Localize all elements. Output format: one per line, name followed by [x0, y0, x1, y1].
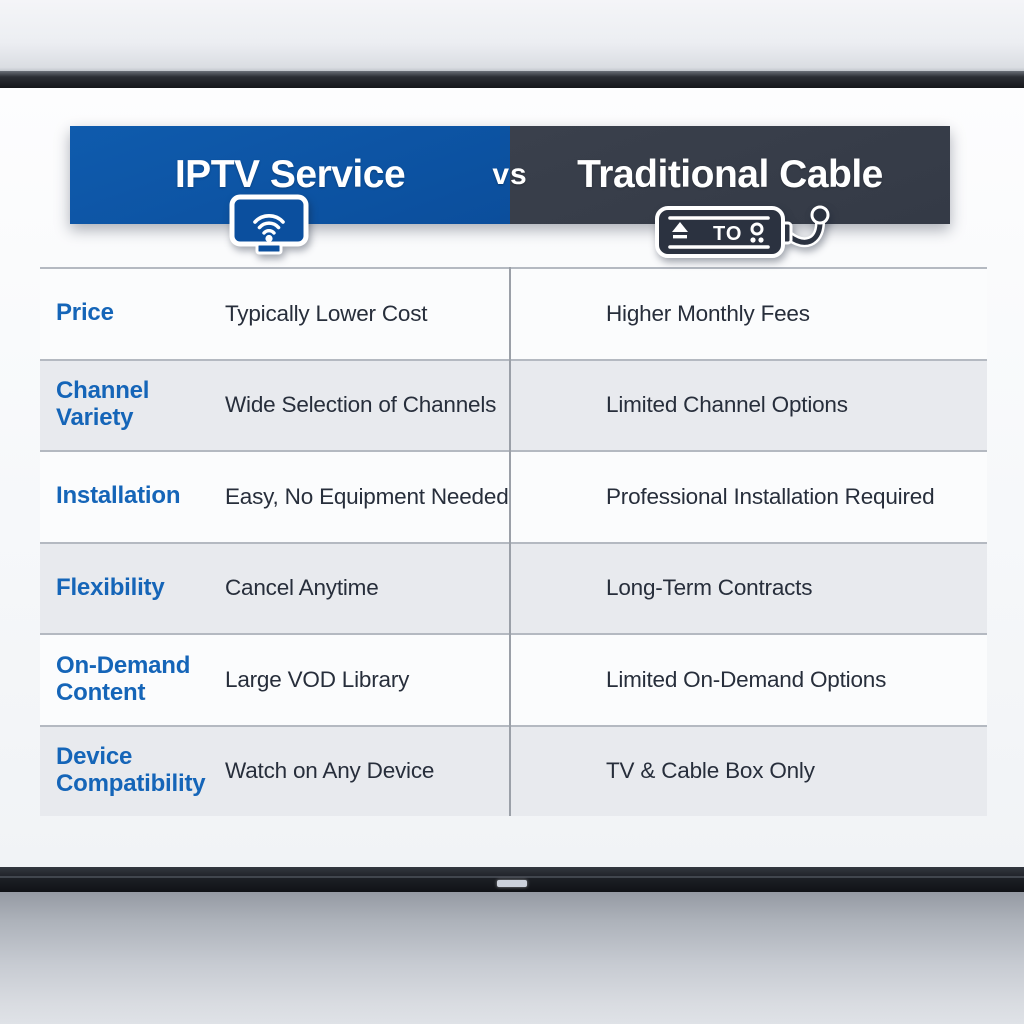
row-label: Installation: [40, 452, 220, 542]
iptv-value: Cancel Anytime: [225, 575, 379, 601]
feature-name: Flexibility: [56, 573, 165, 601]
feature-name: Installation: [56, 482, 181, 510]
eject-arrow-glyph: [672, 222, 688, 232]
wall-background-bottom: [0, 892, 1024, 1024]
row-label: Price: [40, 269, 220, 359]
cable-box-label: TO: [713, 223, 742, 245]
cable-value: Limited Channel Options: [606, 392, 848, 418]
table-row: Flexibility Cancel Anytime Long-Term Con…: [40, 541, 987, 634]
row-label: Flexibility: [40, 544, 220, 634]
iptv-value-cell: Watch on Any Device: [220, 727, 510, 817]
table-row: On-Demand Content Large VOD Library Limi…: [40, 633, 987, 725]
feature-name: Price: [56, 299, 114, 327]
tv-bezel-bottom: [0, 867, 1024, 892]
cable-value: Higher Monthly Fees: [606, 300, 810, 326]
tv-screen: IPTV Service Traditional Cable vs: [0, 88, 1024, 867]
cable-value-cell: Professional Installation Required: [510, 452, 987, 542]
table-row: Installation Easy, No Equipment Needed P…: [40, 450, 987, 542]
column-divider: [509, 267, 511, 816]
cable-box-icon: TO: [655, 205, 830, 258]
cable-value: Professional Installation Required: [606, 483, 935, 509]
row-label: Device Compatibility: [40, 727, 220, 817]
cable-value: TV & Cable Box Only: [606, 758, 815, 784]
iptv-value: Easy, No Equipment Needed: [225, 483, 509, 509]
iptv-value-cell: Cancel Anytime: [220, 544, 510, 634]
smart-tv-wifi-icon: [229, 194, 309, 255]
cable-value-cell: Higher Monthly Fees: [510, 269, 987, 359]
iptv-value-cell: Typically Lower Cost: [220, 269, 510, 359]
table-row: Channel Variety Wide Selection of Channe…: [40, 358, 987, 451]
iptv-title: IPTV Service: [174, 153, 406, 196]
feature-name: Channel Variety: [56, 377, 150, 432]
wall-background-top: [0, 0, 1024, 71]
cable-value-cell: Long-Term Contracts: [510, 544, 987, 634]
iptv-value: Watch on Any Device: [225, 758, 435, 784]
iptv-value-cell: Easy, No Equipment Needed: [220, 452, 510, 542]
row-label: Channel Variety: [40, 361, 220, 451]
feature-name: Device Compatibility: [56, 743, 206, 798]
vs-label: vs: [492, 158, 528, 191]
cable-header-panel: Traditional Cable: [510, 126, 950, 224]
cable-value-cell: TV & Cable Box Only: [510, 727, 987, 817]
cable-value: Limited On-Demand Options: [606, 666, 887, 692]
iptv-value-cell: Large VOD Library: [220, 635, 510, 725]
tv-bezel-top: [0, 71, 1024, 88]
cable-value-cell: Limited Channel Options: [510, 361, 987, 451]
iptv-value: Typically Lower Cost: [225, 300, 428, 326]
cable-value-cell: Limited On-Demand Options: [510, 635, 987, 725]
feature-name: On-Demand Content: [56, 651, 191, 706]
table-row: Price Typically Lower Cost Higher Monthl…: [40, 267, 987, 359]
iptv-value: Wide Selection of Channels: [225, 392, 497, 418]
iptv-value-cell: Wide Selection of Channels: [220, 361, 510, 451]
tv-power-indicator: [497, 880, 527, 887]
cable-title: Traditional Cable: [577, 153, 883, 196]
cable-value: Long-Term Contracts: [606, 575, 813, 601]
table-row: Device Compatibility Watch on Any Device…: [40, 724, 987, 817]
comparison-table: Price Typically Lower Cost Higher Monthl…: [40, 267, 987, 816]
iptv-value: Large VOD Library: [225, 666, 410, 692]
row-label: On-Demand Content: [40, 635, 220, 725]
comparison-header: IPTV Service Traditional Cable vs: [70, 126, 950, 224]
